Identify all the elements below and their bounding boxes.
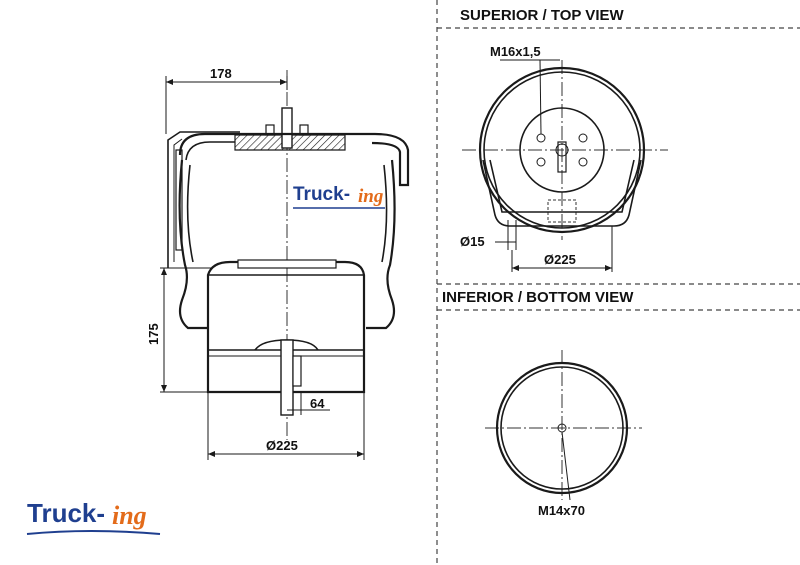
dim-width-top: 178 [210,66,232,81]
bracket-left [167,131,240,268]
top-outer-circle [478,66,646,234]
view-separators [436,0,800,565]
top-cap-right [178,132,410,187]
svg-text:ing: ing [358,186,383,207]
dim-thread-bottom: M14x70 [538,503,585,518]
dim-stud-offset: 64 [310,396,325,411]
dim-hole: Ø15 [460,234,485,249]
bottom-view-title: INFERIOR / BOTTOM VIEW [442,289,634,306]
bellow-right [366,159,396,330]
top-view [462,59,668,272]
bottom-view [485,350,642,501]
dim-bracket-diameter: Ø225 [544,252,576,267]
dim-height: 175 [146,323,161,345]
top-view-title: SUPERIOR / TOP VIEW [460,7,624,24]
top-plate-circle [519,107,605,193]
top-stud [281,107,293,149]
side-watermark: Truck- ing [293,184,385,209]
svg-text:Truck-: Truck- [27,498,105,528]
side-view [160,70,410,460]
bottom-stud [280,339,294,416]
dim-thread-top: M16x1,5 [490,44,541,59]
svg-text:ing: ing [112,501,147,530]
bottom-outer-circle [495,361,629,495]
svg-text:Truck-: Truck- [293,184,350,205]
bellow-left [178,159,208,330]
dim-piston-diameter: Ø225 [266,438,298,453]
brand-logo: Truck- ing [26,498,161,535]
